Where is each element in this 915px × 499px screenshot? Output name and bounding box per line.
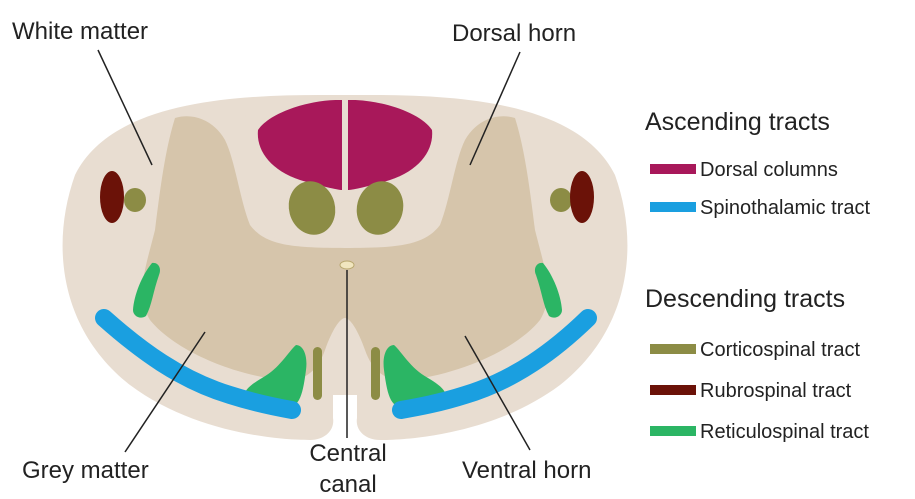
legend-label-spinothalamic: Spinothalamic tract <box>700 197 871 219</box>
ventral-horn-label: Ventral horn <box>462 457 591 484</box>
corticospinal-tract-right-ventral <box>371 347 380 400</box>
legend-label-rubrospinal: Rubrospinal tract <box>700 380 852 402</box>
legend-swatch-spinothalamic <box>650 202 696 212</box>
rubrospinal-tract-left <box>100 171 124 223</box>
legend-label-reticulospinal: Reticulospinal tract <box>700 421 869 443</box>
central-canal <box>340 261 354 269</box>
white-matter-label: White matter <box>12 18 148 45</box>
legend-label-corticospinal: Corticospinal tract <box>700 339 861 361</box>
rubrospinal-tract-right <box>570 171 594 223</box>
corticospinal-tract-left-ventral <box>313 347 322 400</box>
legend-swatch-corticospinal <box>650 344 696 354</box>
legend-descending-title: Descending tracts <box>645 285 845 313</box>
corticospinal-tract-left-lateral <box>124 188 146 212</box>
grey-matter-label: Grey matter <box>22 457 149 484</box>
legend-ascending: Ascending tracts Dorsal columns Spinotha… <box>645 108 871 219</box>
legend-label-dorsal-columns: Dorsal columns <box>700 159 838 181</box>
dorsal-horn-label: Dorsal horn <box>452 20 576 47</box>
corticospinal-tract-right-lateral <box>550 188 572 212</box>
legend-ascending-title: Ascending tracts <box>645 108 830 136</box>
legend-swatch-reticulospinal <box>650 426 696 436</box>
central-canal-label-line1: Central <box>309 440 386 467</box>
legend-swatch-dorsal-columns <box>650 164 696 174</box>
legend-descending: Descending tracts Corticospinal tract Ru… <box>645 285 869 443</box>
central-canal-label-line2: canal <box>319 471 376 498</box>
legend-swatch-rubrospinal <box>650 385 696 395</box>
